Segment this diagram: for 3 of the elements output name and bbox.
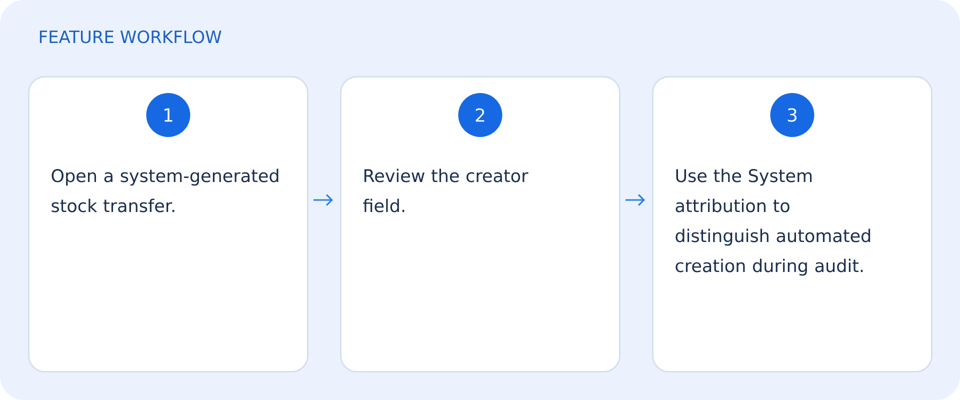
heading: FEATURE WORKFLOW (40, 30, 222, 44)
arrow (625, 194, 646, 206)
arrow (313, 194, 333, 206)
